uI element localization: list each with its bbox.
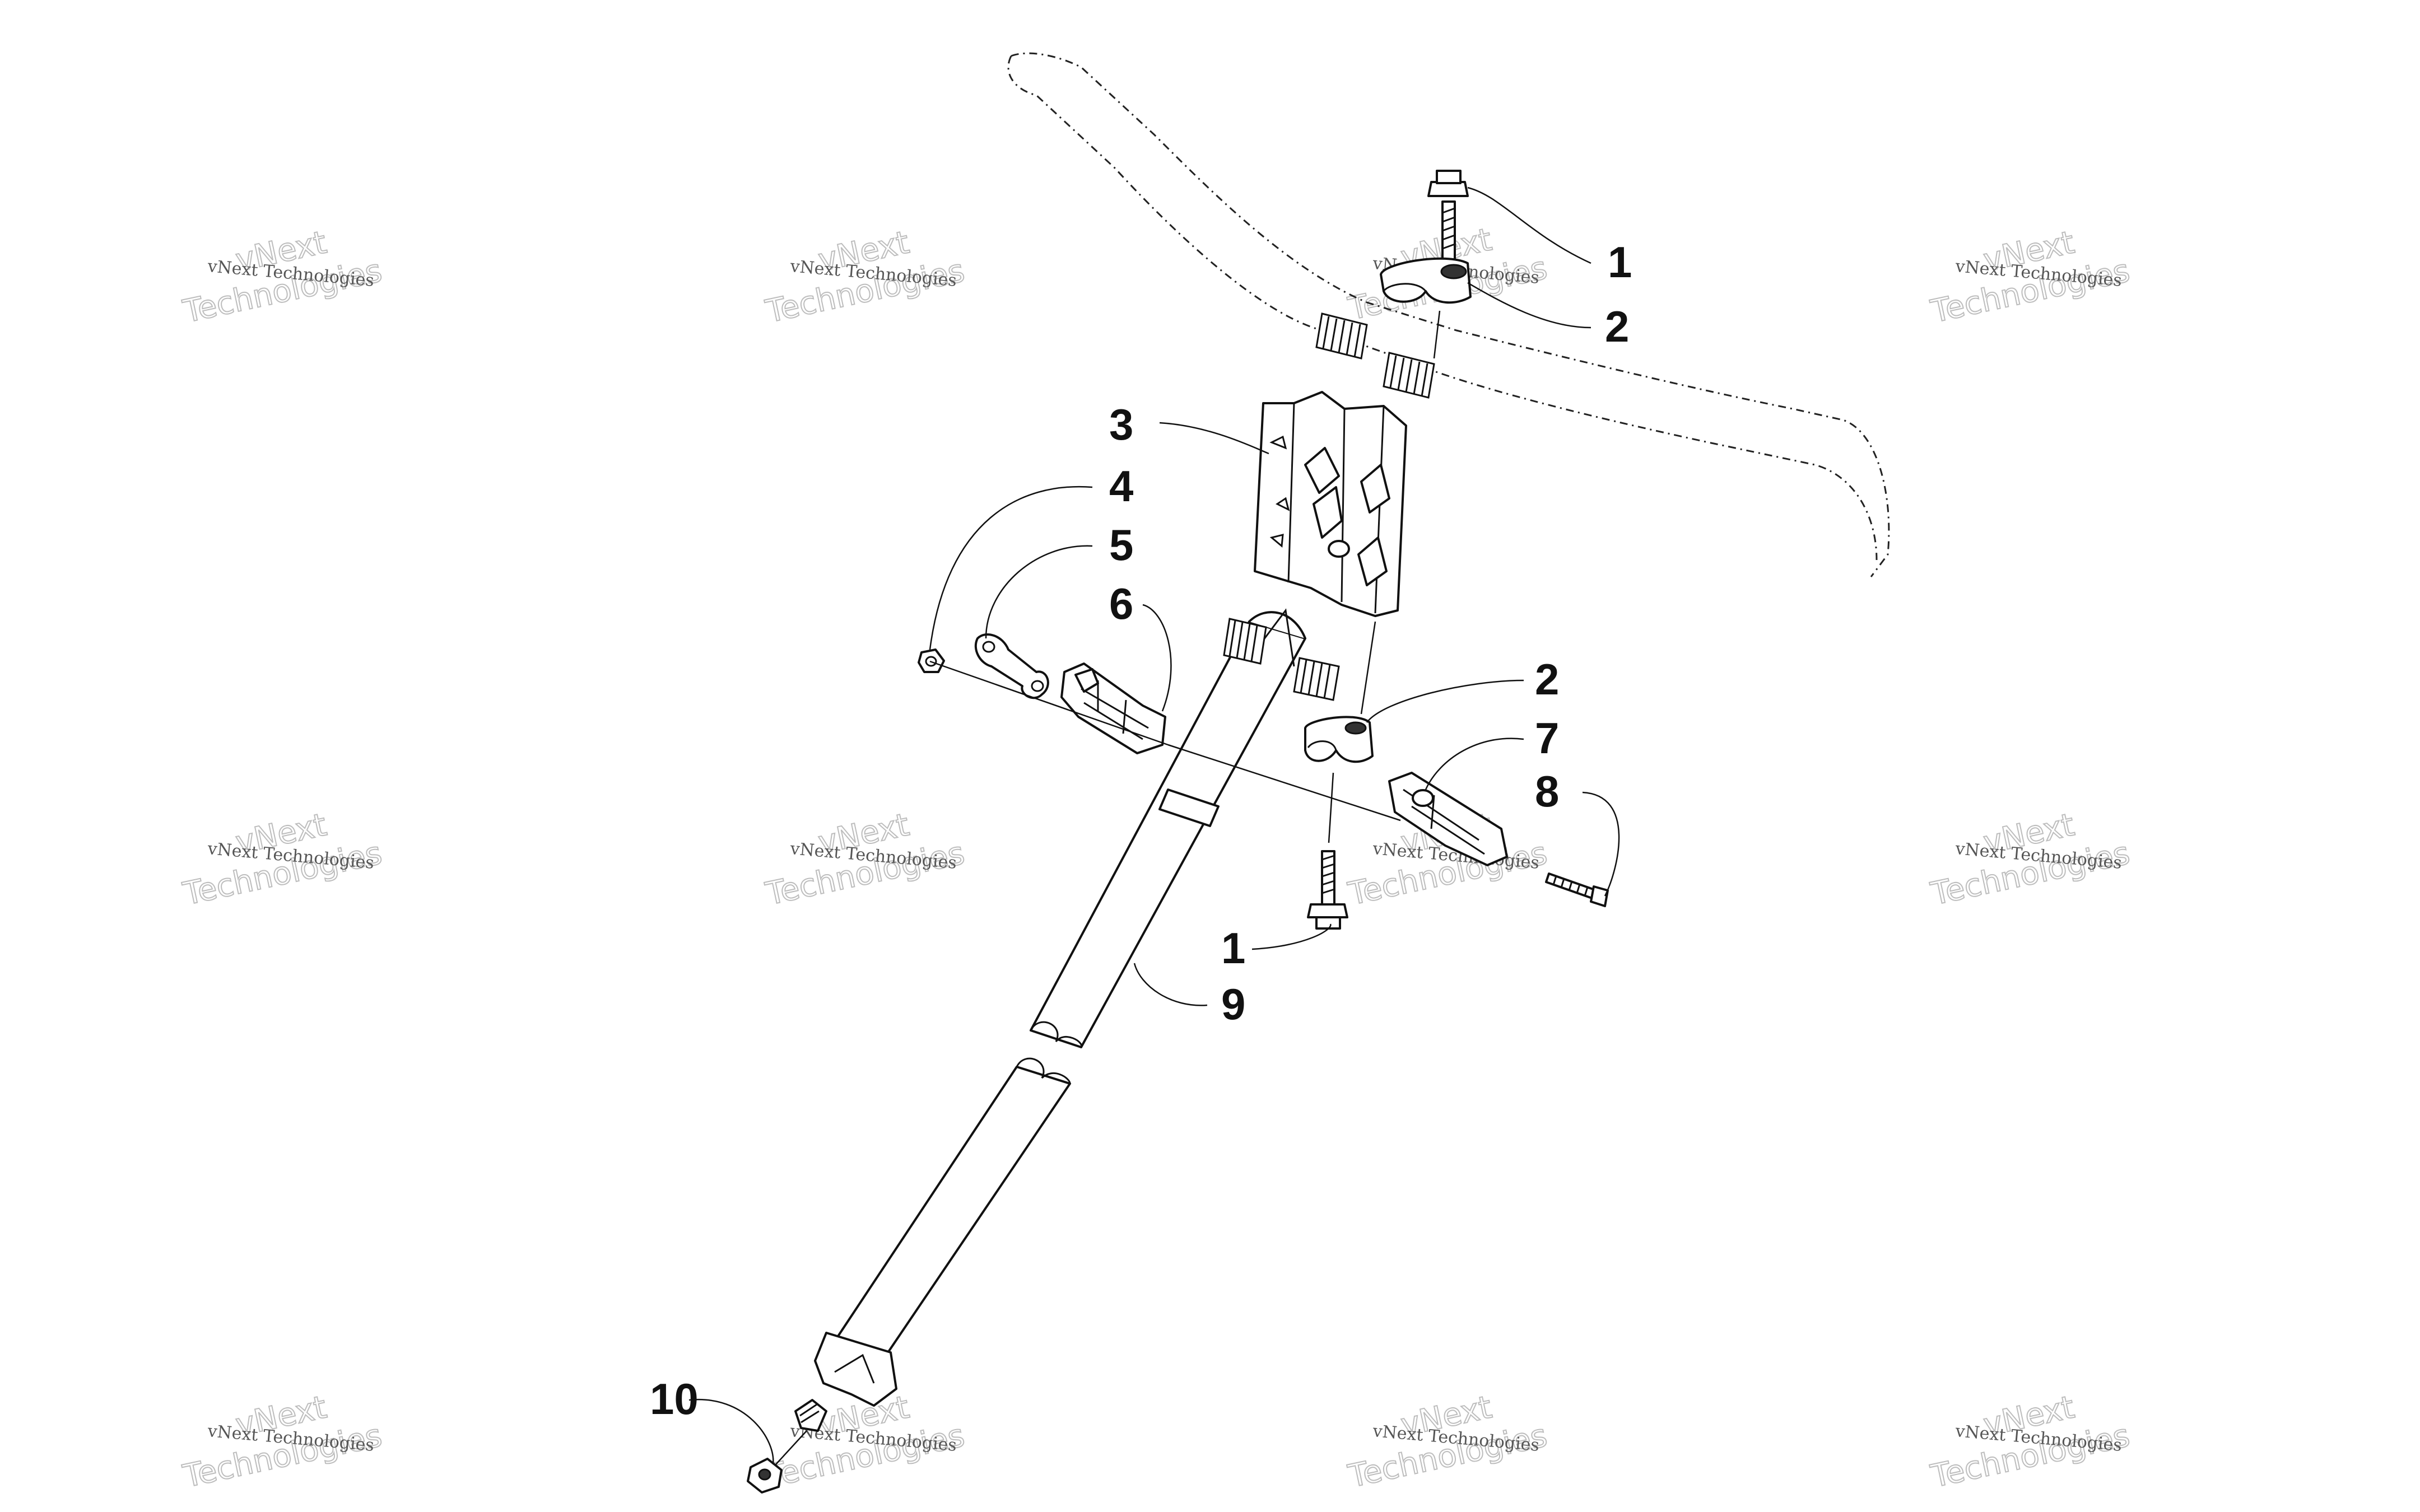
callout-labels: 1 2 3 4 5 6 2 7 8 1 9 10 — [650, 237, 1632, 1424]
assembly-line — [929, 660, 1169, 746]
clamp-cap-part-2-top — [1380, 257, 1472, 304]
steering-post-part-9 — [814, 608, 1340, 1407]
fitting-part-10 — [747, 1399, 827, 1494]
callout-1: 1 — [1608, 237, 1632, 287]
callout-2: 2 — [1605, 302, 1629, 351]
nut-part-4 — [918, 648, 945, 673]
assembly-line — [1167, 744, 1401, 822]
assembly-line — [1328, 772, 1334, 843]
bolt-part-1-top — [1427, 170, 1469, 264]
callout-9: 9 — [1221, 979, 1245, 1029]
assembly-line — [1360, 621, 1376, 715]
assembly-line — [775, 1430, 807, 1465]
hand-guard-mount-part-7 — [1388, 772, 1508, 866]
callout-5: 5 — [1109, 520, 1133, 570]
handlebar-phantom — [1007, 52, 1890, 577]
callout-8: 8 — [1535, 767, 1559, 816]
bolt-part-1-lower — [1307, 850, 1348, 930]
callout-6: 6 — [1109, 579, 1133, 628]
callout-7: 7 — [1535, 713, 1559, 763]
bracket-part-5 — [974, 633, 1049, 699]
handlebar-knurl-left — [1315, 312, 1368, 360]
callout-4: 4 — [1109, 461, 1133, 511]
callout-10: 10 — [650, 1374, 699, 1424]
riser-block-part-3 — [1254, 391, 1407, 617]
leader-lines — [688, 186, 1620, 1465]
handlebar-knurl-right — [1383, 352, 1435, 399]
assembly-line — [1433, 310, 1441, 359]
callout-1-lower: 1 — [1221, 923, 1245, 973]
callout-3: 3 — [1109, 400, 1133, 449]
bolt-part-8 — [1545, 872, 1609, 907]
callout-2-lower: 2 — [1535, 655, 1559, 704]
hand-guard-mount-part-6 — [1060, 662, 1166, 754]
clamp-cap-part-2-lower — [1304, 716, 1374, 763]
